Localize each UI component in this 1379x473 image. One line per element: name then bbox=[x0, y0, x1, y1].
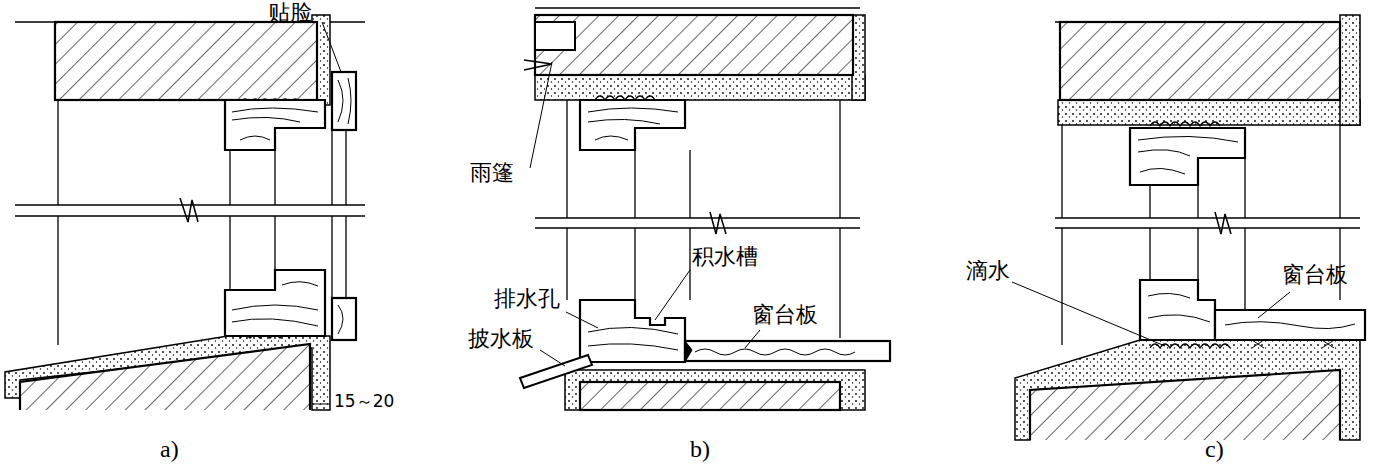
part-label: 雨篷 bbox=[470, 160, 514, 185]
part-label: 15～20 bbox=[334, 392, 394, 412]
part-label: 滴水 bbox=[966, 258, 1010, 283]
panel-caption: a) bbox=[160, 436, 179, 464]
part-label: 窗台板 bbox=[1282, 262, 1348, 287]
part-label: 窗台板 bbox=[752, 302, 818, 327]
panel-a bbox=[5, 15, 365, 410]
part-label: 积水槽 bbox=[692, 244, 758, 269]
panel-c bbox=[1012, 15, 1365, 440]
panel-caption: b) bbox=[690, 436, 710, 464]
panel-caption: c) bbox=[1205, 436, 1224, 464]
part-label: 贴脸 bbox=[268, 0, 312, 25]
panel-b bbox=[520, 8, 890, 410]
part-label: 披水板 bbox=[468, 326, 534, 351]
part-label: 排水孔 bbox=[494, 286, 560, 311]
